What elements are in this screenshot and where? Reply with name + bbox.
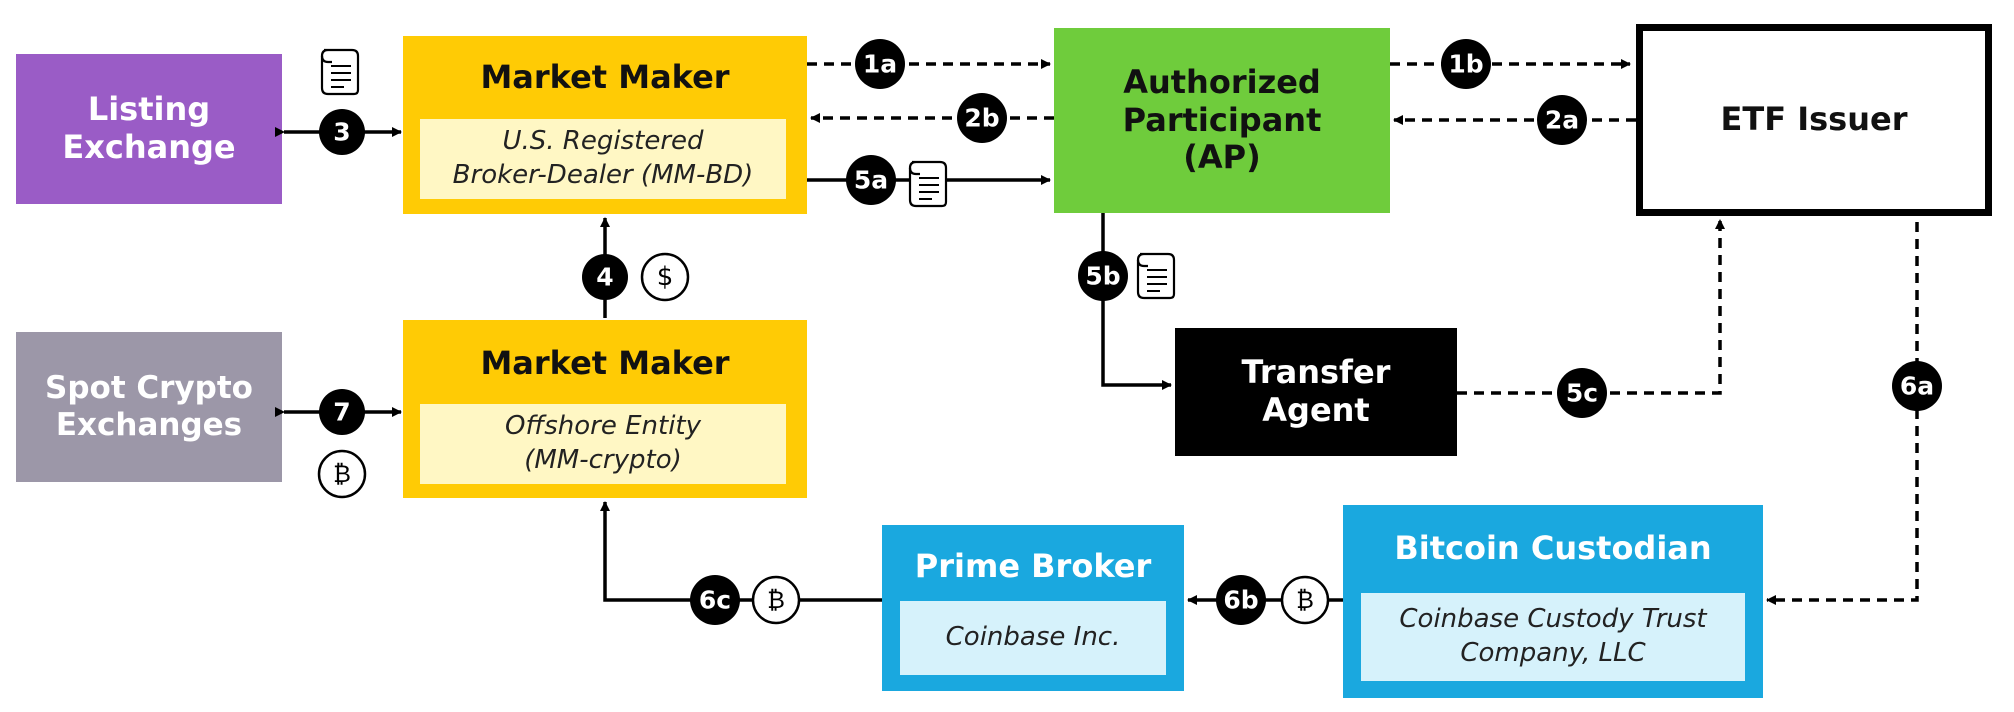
listing-exchange-node: Listing Exchange bbox=[16, 54, 282, 204]
transfer-agent-node: Transfer Agent bbox=[1175, 328, 1457, 456]
connector-5c bbox=[1457, 219, 1725, 395]
step-marker-3: 3 bbox=[319, 109, 365, 155]
bitcoin-custodian-title: Bitcoin Custodian bbox=[1394, 529, 1712, 567]
step-marker-6b: 6b bbox=[1216, 575, 1266, 625]
svg-text:₿: ₿ bbox=[1296, 586, 1314, 614]
svg-text:3: 3 bbox=[333, 118, 350, 147]
step-marker-4: 4 bbox=[582, 254, 628, 300]
svg-text:7: 7 bbox=[333, 398, 350, 427]
step-marker-5c: 5c bbox=[1557, 368, 1607, 418]
market-maker-bd-subtitle: U.S. Registered Broker-Dealer (MM-BD) bbox=[420, 119, 786, 199]
step-marker-5b: 5b bbox=[1078, 251, 1128, 301]
market-maker-bd-title: Market Maker bbox=[480, 58, 730, 96]
svg-text:₿: ₿ bbox=[333, 460, 351, 488]
connector-6c bbox=[600, 501, 882, 602]
step-marker-6a: 6a bbox=[1892, 361, 1942, 411]
market-maker-crypto-node: Market Maker Offshore Entity (MM-crypto) bbox=[403, 320, 807, 498]
svg-text:1b: 1b bbox=[1448, 50, 1483, 79]
svg-text:5b: 5b bbox=[1085, 262, 1120, 291]
etf-issuer-node: ETF Issuer bbox=[1636, 24, 1992, 216]
step-marker-6c: 6c bbox=[690, 575, 740, 625]
svg-text:4: 4 bbox=[596, 263, 613, 292]
svg-text:1a: 1a bbox=[863, 50, 897, 79]
step-marker-2a: 2a bbox=[1537, 95, 1587, 145]
bitcoin-coin-icon: ₿ bbox=[751, 575, 801, 625]
step-marker-1a: 1a bbox=[855, 39, 905, 89]
svg-text:6b: 6b bbox=[1223, 586, 1258, 615]
market-maker-bd-node: Market Maker U.S. Registered Broker-Deal… bbox=[403, 36, 807, 214]
market-maker-crypto-subtitle: Offshore Entity (MM-crypto) bbox=[420, 404, 786, 484]
svg-text:2b: 2b bbox=[964, 104, 999, 133]
dollar-coin-icon: $ bbox=[640, 252, 690, 302]
scroll-document-icon bbox=[1136, 252, 1176, 300]
bitcoin-custodian-node: Bitcoin Custodian Coinbase Custody Trust… bbox=[1343, 505, 1763, 698]
authorized-participant-node: Authorized Participant (AP) bbox=[1054, 28, 1390, 213]
svg-text:6c: 6c bbox=[699, 586, 731, 615]
svg-text:5a: 5a bbox=[854, 166, 888, 195]
step-marker-2b: 2b bbox=[957, 93, 1007, 143]
market-maker-crypto-title: Market Maker bbox=[480, 344, 730, 382]
scroll-document-icon bbox=[320, 48, 360, 96]
prime-broker-title: Prime Broker bbox=[914, 547, 1152, 585]
step-marker-5a: 5a bbox=[846, 155, 896, 205]
svg-text:2a: 2a bbox=[1545, 106, 1579, 135]
prime-broker-node: Prime Broker Coinbase Inc. bbox=[882, 525, 1184, 691]
svg-text:6a: 6a bbox=[1900, 372, 1934, 401]
bitcoin-coin-icon: ₿ bbox=[1280, 575, 1330, 625]
svg-text:₿: ₿ bbox=[767, 586, 785, 614]
step-marker-7: 7 bbox=[319, 389, 365, 435]
scroll-document-icon bbox=[908, 160, 948, 208]
step-marker-1b: 1b bbox=[1441, 39, 1491, 89]
connector-6a bbox=[1766, 222, 1919, 605]
spot-crypto-exchanges-node: Spot Crypto Exchanges bbox=[16, 332, 282, 482]
bitcoin-coin-icon: ₿ bbox=[317, 449, 367, 499]
prime-broker-subtitle: Coinbase Inc. bbox=[900, 601, 1166, 675]
bitcoin-custodian-subtitle: Coinbase Custody Trust Company, LLC bbox=[1361, 593, 1745, 681]
svg-text:5c: 5c bbox=[1566, 379, 1598, 408]
svg-text:$: $ bbox=[657, 262, 674, 292]
